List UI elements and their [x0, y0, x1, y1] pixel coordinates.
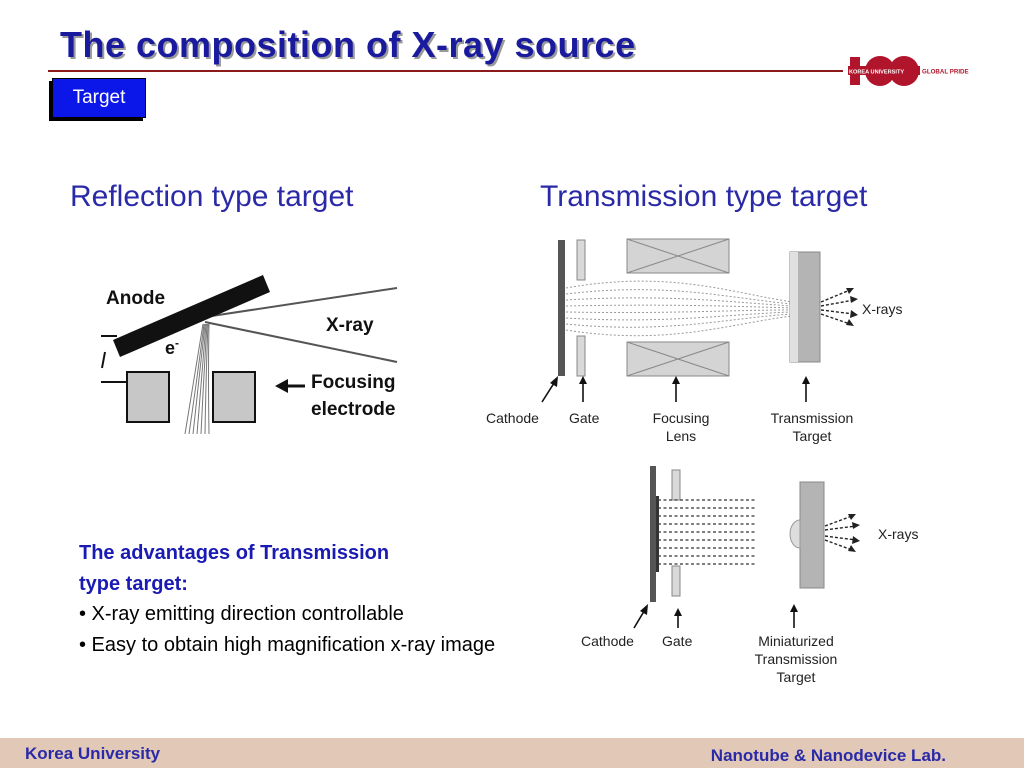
lens-top — [626, 238, 730, 274]
anode-label: Anode — [106, 288, 165, 309]
title-divider — [48, 70, 843, 72]
focusing-label-1: Focusing — [311, 372, 395, 393]
mini-cathode-label: Cathode — [581, 633, 634, 649]
focusing-label-2: electrode — [311, 399, 395, 420]
logo-text-right: GLOBAL PRIDE — [922, 69, 969, 76]
xray-cone — [204, 287, 398, 363]
mini-label-arrows — [633, 604, 798, 629]
lens-bottom — [626, 341, 730, 377]
reflection-heading: Reflection type target — [70, 180, 354, 213]
focusing-electrode-right — [212, 371, 256, 423]
anode-plate — [113, 275, 270, 357]
gate-top — [576, 239, 586, 281]
korea-university-logo: KOREA UNIVERSITY GLOBAL PRIDE — [848, 56, 969, 86]
logo-text-left: KOREA UNIVERSITY — [849, 70, 904, 76]
electron-label: e- — [165, 336, 179, 358]
electron-beam — [184, 323, 210, 435]
mini-gate-top — [671, 469, 681, 501]
page-title: The composition of X-ray source — [60, 24, 636, 65]
mini-xrays-label: X-rays — [878, 526, 918, 542]
focusing-lens-label-2: Lens — [666, 428, 696, 444]
cathode-tips — [656, 496, 659, 572]
footer-bar: Korea University Nanotube & Nanodevice L… — [0, 738, 1024, 768]
advantages-title-2: type target: — [79, 572, 188, 595]
electron-paths — [565, 280, 793, 337]
advantages-title-1: The advantages of Transmission — [79, 542, 390, 564]
footer-university: Korea University — [25, 744, 161, 763]
xray-label: X-ray — [326, 315, 374, 336]
advantage-item-2: • Easy to obtain high magnification x-ra… — [79, 633, 496, 656]
advantage-item-1: • X-ray emitting direction controllable — [79, 603, 404, 625]
transmission-target-label-2: Target — [793, 428, 832, 444]
mini-gate-bottom — [671, 565, 681, 597]
advantages-block: The advantages of Transmission type targ… — [79, 538, 509, 660]
mini-target-label-1: Miniaturized — [758, 633, 833, 649]
gate-bottom — [576, 335, 586, 377]
mini-target-label-2: Transmission — [755, 651, 838, 667]
reflection-diagram: Anode e- X-ray Focusing electrode — [101, 275, 398, 435]
focusing-electrode-left — [126, 371, 170, 423]
mini-cathode — [650, 466, 656, 602]
mini-electron-paths — [658, 499, 757, 565]
mini-xray-arrows — [824, 515, 857, 551]
label-arrows — [541, 376, 810, 403]
transmission-target-label-1: Transmission — [771, 410, 854, 426]
gate-label: Gate — [569, 410, 600, 426]
cathode-label: Cathode — [486, 410, 539, 426]
transmission-diagram: X-rays Cathode Gate Focusing Lens Transm… — [486, 238, 902, 444]
target-tag: Target — [52, 78, 146, 118]
mini-target-spot — [789, 519, 801, 549]
xrays-label: X-rays — [862, 301, 902, 317]
cathode — [558, 240, 565, 376]
footer-lab: Nanotube & Nanodevice Lab. — [710, 746, 946, 765]
mini-transmission-target — [799, 481, 825, 589]
xray-arrows — [820, 289, 855, 325]
mini-target-label-3: Target — [777, 669, 816, 685]
transmission-heading: Transmission type target — [540, 180, 868, 213]
focusing-arrow — [275, 379, 305, 393]
focusing-lens-label-1: Focusing — [653, 410, 710, 426]
mini-gate-label: Gate — [662, 633, 693, 649]
miniaturized-diagram: X-rays Cathode Gate Miniaturized Transmi… — [581, 466, 918, 685]
